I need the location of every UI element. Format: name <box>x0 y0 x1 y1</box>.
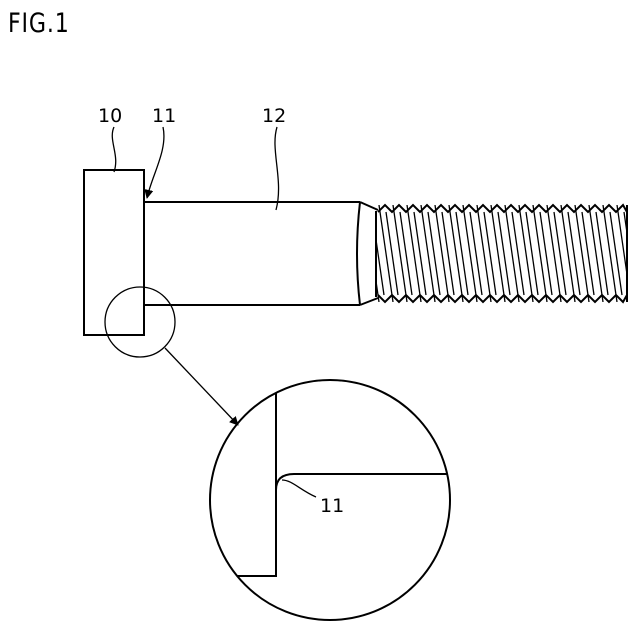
threaded-portion <box>365 205 640 302</box>
label-12: 12 <box>262 105 286 127</box>
thread-crest-line <box>491 205 505 302</box>
leader-12 <box>275 127 279 210</box>
thread-crest-line <box>547 205 561 302</box>
thread-crest-line <box>435 205 449 302</box>
thread-crest-line <box>561 205 575 302</box>
bolt-head <box>84 170 144 335</box>
label-11-detail: 11 <box>320 495 344 517</box>
thread-crest-line <box>421 205 435 302</box>
label-11: 11 <box>152 105 176 127</box>
thread-crest-line <box>393 205 407 302</box>
thread-crest-line <box>463 205 477 302</box>
leader-10 <box>112 127 115 172</box>
bolt-shank <box>144 202 360 305</box>
thread-crest-line <box>533 205 547 302</box>
leader-11-detail <box>282 480 316 497</box>
thread-crest-line <box>617 205 631 302</box>
magnify-arrow <box>165 348 238 425</box>
magnify-circle <box>105 287 175 357</box>
leader-11 <box>147 127 164 198</box>
thread-transition <box>360 202 378 305</box>
label-10: 10 <box>98 105 122 127</box>
thread-crest-line <box>477 205 491 302</box>
thread-crest-line <box>407 205 421 302</box>
thread-crest-line <box>589 205 603 302</box>
thread-crest-line <box>505 205 519 302</box>
thread-crest-line <box>379 205 393 302</box>
thread-crest-line <box>603 205 617 302</box>
detail-view <box>200 370 460 576</box>
thread-crest-line <box>631 205 640 302</box>
thread-root-line <box>624 212 636 295</box>
thread-crest-line <box>449 205 463 302</box>
thread-crest-line <box>575 205 589 302</box>
thread-crest-line <box>519 205 533 302</box>
